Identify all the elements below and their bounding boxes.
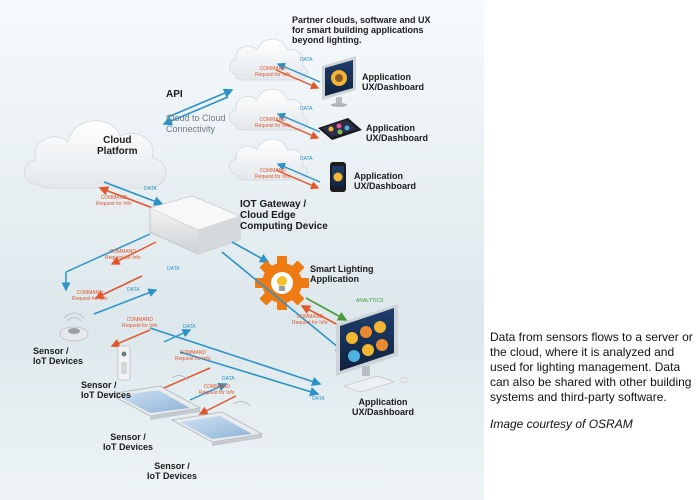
iot-gateway xyxy=(149,195,241,255)
cloud-platform xyxy=(24,120,167,189)
api-arrows xyxy=(162,88,234,126)
monitor-icon xyxy=(322,56,356,107)
data-label: DATA xyxy=(167,266,180,272)
cloud-to-cloud-label: Cloud to Cloud Connectivity xyxy=(166,113,226,134)
phone-icon xyxy=(330,162,346,192)
partner-cloud-3 xyxy=(229,138,308,181)
dashboard-monitor-icon xyxy=(336,304,409,393)
analytics-label: ANALYTICS xyxy=(356,298,384,304)
sensor-data-lines xyxy=(149,251,346,397)
gateway-sensor-arrows xyxy=(61,233,237,415)
partner-app-arrows xyxy=(275,62,321,190)
sensor-light-panel-icon xyxy=(108,374,202,420)
data-label: DATA xyxy=(300,106,313,112)
sensor-label: Sensor / IoT Devices xyxy=(33,346,84,366)
partner-cloud-1 xyxy=(229,38,308,81)
data-label: DATA xyxy=(300,57,313,63)
application-label: Application UX/Dashboard xyxy=(366,123,429,143)
sensor-wall-icon xyxy=(117,345,131,381)
command-label: COMMAND Request for Info xyxy=(292,314,328,326)
command-label: COMMAND Request for Info xyxy=(255,66,291,78)
architecture-diagram xyxy=(24,38,409,446)
sensor-label: Sensor / IoT Devices xyxy=(81,380,132,400)
diagram-panel: Partner clouds, software and UX for smar… xyxy=(0,0,484,500)
lighting-dashboard-arrows xyxy=(300,297,348,328)
command-label: COMMAND Request for Info xyxy=(255,168,291,180)
application-label: Application UX/Dashboard xyxy=(362,72,425,92)
command-label: COMMAND Request for Info xyxy=(105,249,141,261)
command-label: COMMAND Request for Info xyxy=(175,350,211,362)
data-label: DATA xyxy=(127,287,140,293)
smart-lighting-label: Smart Lighting Application xyxy=(310,264,374,284)
application-label: Application UX/Dashboard xyxy=(354,171,417,191)
caption-panel: Data from sensors flows to a server or t… xyxy=(490,330,695,432)
partner-cloud-2 xyxy=(229,88,308,131)
sensor-label: Sensor / IoT Devices xyxy=(147,461,198,481)
data-label: DATA xyxy=(300,156,313,162)
gateway-lighting-arrow xyxy=(231,241,270,263)
command-label: COMMAND Request for Info xyxy=(199,384,235,396)
command-label: COMMAND Request for Info xyxy=(122,317,158,329)
sensor-light-panel-icon xyxy=(170,400,264,446)
caption-text: Data from sensors flows to a server or t… xyxy=(490,330,693,404)
command-label: COMMAND Request for Info xyxy=(72,290,108,302)
image-credit: Image courtesy of OSRAM xyxy=(490,417,633,431)
data-label: DATA xyxy=(183,324,196,330)
command-label: COMMAND Request for Info xyxy=(255,117,291,129)
command-label: COMMAND Request for Info xyxy=(96,195,132,207)
sensor-label: Sensor / IoT Devices xyxy=(103,432,154,452)
cloud-platform-label: Cloud Platform xyxy=(97,135,138,157)
data-label: DATA xyxy=(144,186,157,192)
api-label: API xyxy=(166,89,183,100)
tablet-icon xyxy=(318,118,362,140)
application-label: Application UX/Dashboard xyxy=(352,397,415,417)
sensor-disc-icon xyxy=(59,312,89,342)
cloud-gateway-arrows xyxy=(98,181,164,211)
partner-note: Partner clouds, software and UX for smar… xyxy=(292,15,431,45)
data-label: DATA xyxy=(222,376,235,382)
gateway-label: IOT Gateway / Cloud Edge Computing Devic… xyxy=(240,199,328,232)
data-label: DATA xyxy=(312,396,325,402)
